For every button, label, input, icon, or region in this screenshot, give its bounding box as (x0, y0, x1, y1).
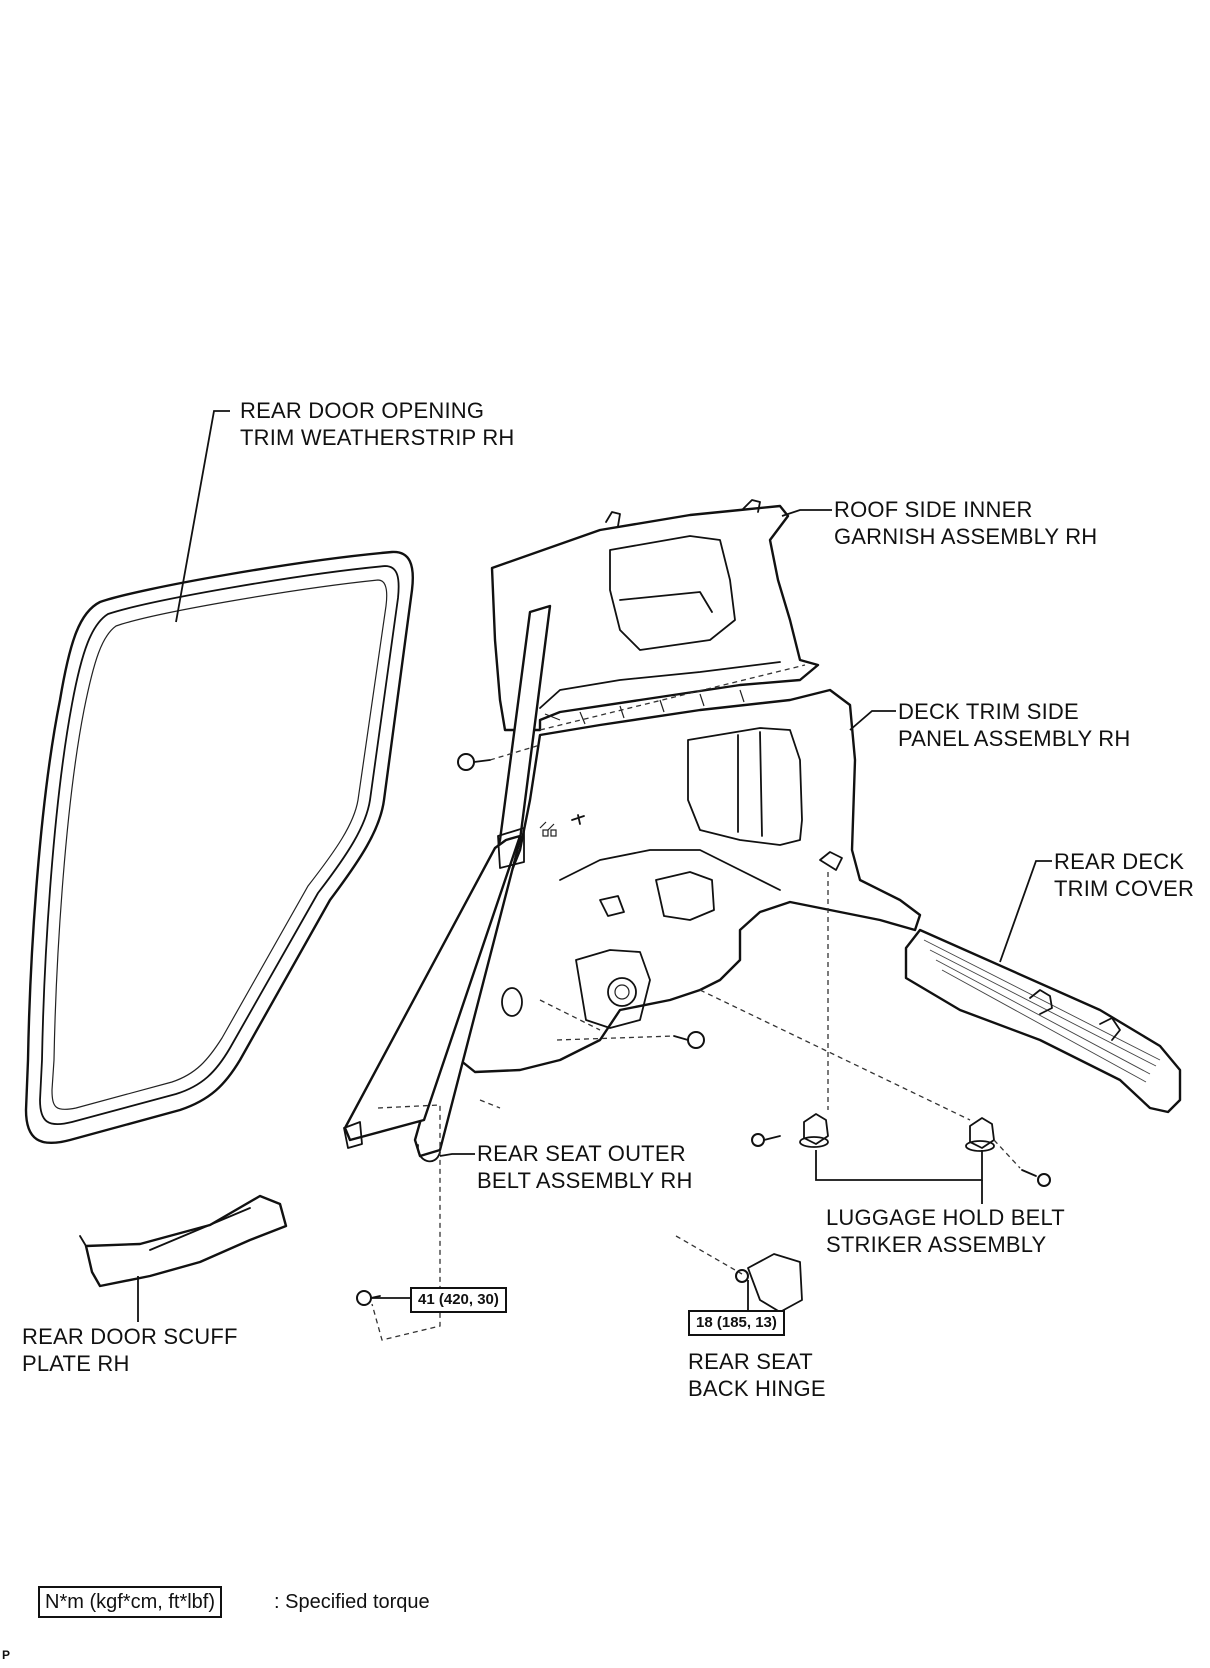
rear-seat-back-hinge-label: REAR SEAT BACK HINGE (688, 1349, 826, 1401)
fasteners (356, 753, 1051, 1313)
rear-deck-trim-cover-part (904, 928, 1182, 1114)
rear-deck-trim-cover-label: REAR DECK TRIM COVER (1054, 849, 1195, 901)
deck-trim-side-panel-label: DECK TRIM SIDE PANEL ASSEMBLY RH (898, 699, 1131, 751)
rear-seat-belt-part (343, 604, 552, 1163)
rear-seat-outer-belt-label: REAR SEAT OUTER BELT ASSEMBLY RH (477, 1141, 693, 1193)
deck-trim-side-panel-part (458, 688, 922, 1074)
hinge-bolt-torque-box: 18 (185, 13) (688, 1310, 785, 1336)
roof-side-inner-garnish-label: ROOF SIDE INNER GARNISH ASSEMBLY RH (834, 497, 1098, 549)
corner-mark: P (2, 1648, 11, 1662)
rear-door-opening-trim-label: REAR DOOR OPENING TRIM WEATHERSTRIP RH (240, 398, 515, 450)
assembly-dashed-lines (371, 664, 1021, 1341)
rear-door-scuff-plate-label: REAR DOOR SCUFF PLATE RH (22, 1324, 238, 1376)
belt-bolt-torque-box: 41 (420, 30) (410, 1287, 507, 1313)
torque-legend-description: : Specified torque (274, 1591, 430, 1613)
torque-unit-legend-box: N*m (kgf*cm, ft*lbf) (38, 1586, 223, 1618)
luggage-hold-belt-striker-label: LUGGAGE HOLD BELT STRIKER ASSEMBLY (826, 1205, 1065, 1257)
rear-door-scuff-plate-part (79, 1194, 288, 1288)
weatherstrip-part (24, 550, 414, 1145)
leader-lines (137, 410, 1052, 1322)
